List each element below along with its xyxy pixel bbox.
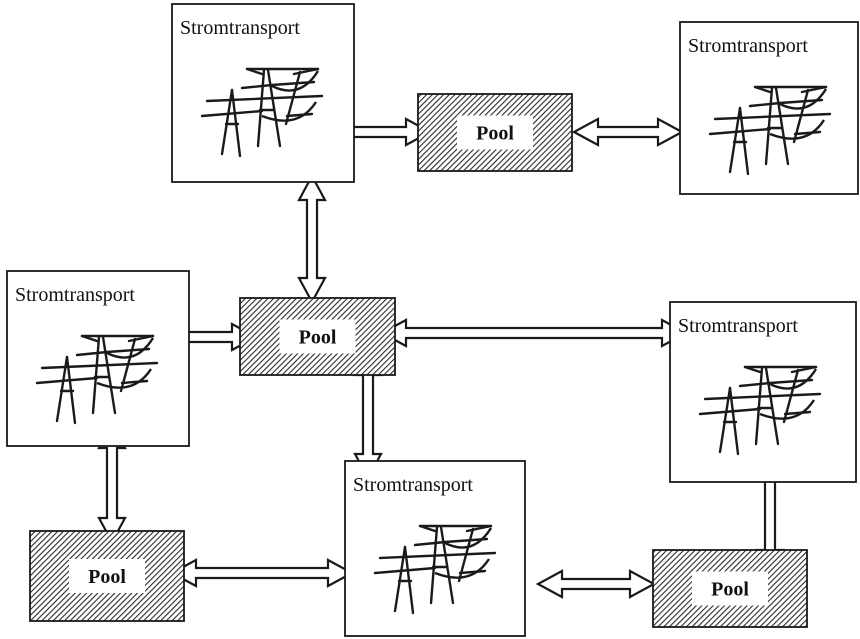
bidirectional-arrow-8	[169, 558, 355, 588]
pool-title: Pool	[476, 123, 514, 145]
pool-node-1: Pool	[417, 93, 573, 172]
pool-title: Pool	[88, 566, 126, 588]
power-pylon-icon	[200, 67, 324, 158]
stromtransport-node-2: Stromtransport	[679, 21, 859, 195]
stromtransport-node-5: Stromtransport	[344, 460, 526, 637]
pool-label-background	[457, 115, 533, 150]
pool-node-2: Pool	[239, 297, 396, 376]
pool-node-4: Pool	[652, 549, 808, 628]
pool-box	[239, 297, 396, 376]
power-pylon-icon	[698, 365, 822, 456]
bidirectional-arrow-9	[535, 569, 657, 599]
stromtransport-title: Stromtransport	[688, 35, 808, 57]
stromtransport-title: Stromtransport	[15, 284, 135, 306]
pool-label-background	[69, 559, 145, 593]
stromtransport-node-3: Stromtransport	[6, 270, 190, 447]
power-pylon-icon	[708, 85, 832, 176]
pool-title: Pool	[299, 327, 337, 349]
stromtransport-box	[679, 21, 859, 195]
nodes-layer: StromtransportStromtransportStromtranspo…	[6, 3, 859, 637]
stromtransport-title: Stromtransport	[678, 315, 798, 337]
stromtransport-title: Stromtransport	[353, 474, 473, 496]
bidirectional-arrow-5	[379, 318, 689, 348]
stromtransport-node-4: Stromtransport	[669, 301, 857, 483]
pool-title: Pool	[711, 579, 749, 601]
pool-label-background	[692, 571, 768, 606]
bidirectional-arrow-3	[297, 173, 327, 305]
bidirectional-arrow-2	[571, 117, 685, 147]
pool-node-3: Pool	[29, 530, 185, 622]
stromtransport-node-1: Stromtransport	[171, 3, 355, 183]
stromtransport-box	[669, 301, 857, 483]
power-pylon-icon	[373, 524, 497, 615]
power-pylon-icon	[35, 334, 159, 425]
pool-label-background	[279, 319, 356, 354]
stromtransport-title: Stromtransport	[180, 17, 300, 39]
